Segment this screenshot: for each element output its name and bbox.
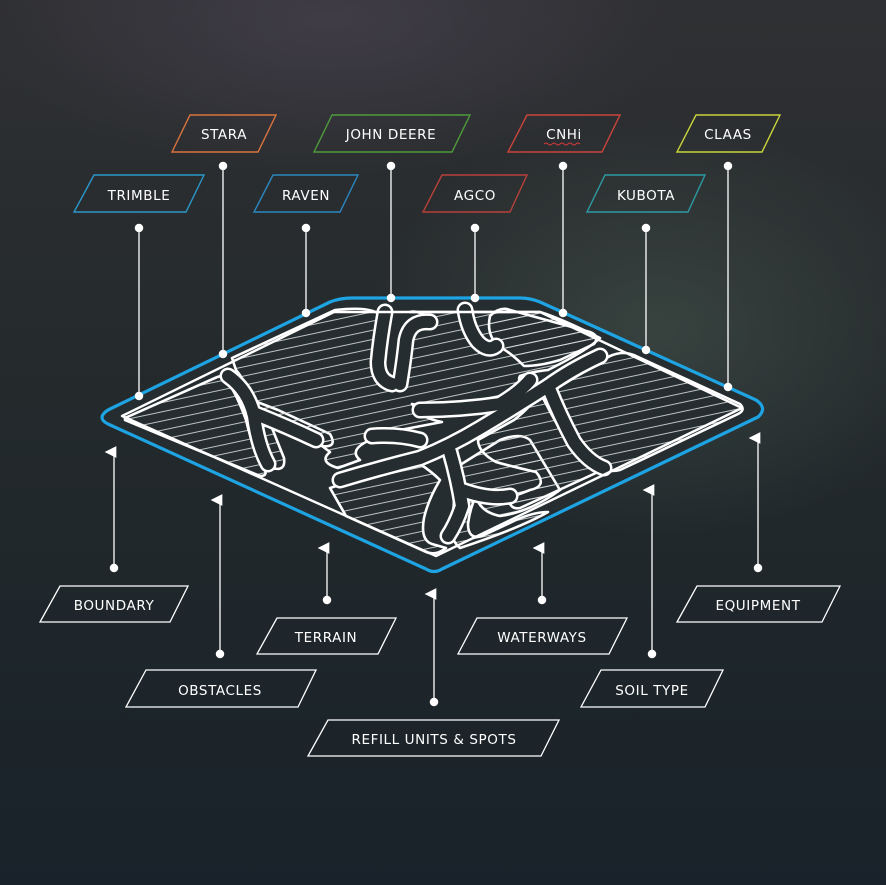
tag-frame bbox=[675, 114, 782, 153]
tag-label: TRIMBLE bbox=[107, 188, 171, 204]
tag-label: RAVEN bbox=[282, 188, 330, 204]
layer-connectors bbox=[104, 432, 763, 707]
tag-label: STARA bbox=[201, 127, 247, 143]
tag-label: CLAAS bbox=[704, 127, 752, 143]
waterways bbox=[219, 301, 613, 545]
tag-label: WATERWAYS bbox=[497, 630, 586, 646]
tag-label: KUBOTA bbox=[617, 188, 675, 204]
tag-frame bbox=[312, 114, 472, 153]
tag-label: TERRAIN bbox=[294, 630, 358, 646]
tag-label: EQUIPMENT bbox=[715, 598, 800, 614]
layer-tag-terrain[interactable]: TERRAIN bbox=[255, 617, 398, 655]
tag-frame bbox=[506, 114, 622, 153]
tag-label: JOHN DEERE bbox=[345, 127, 437, 143]
tag-frame bbox=[421, 174, 529, 213]
tag-frame bbox=[124, 669, 318, 708]
tag-label: REFILL UNITS & SPOTS bbox=[351, 732, 516, 748]
tag-frame bbox=[252, 174, 360, 213]
tag-frame bbox=[170, 114, 278, 153]
tag-frame bbox=[38, 585, 190, 623]
tag-frame bbox=[306, 719, 561, 757]
brand-connectors bbox=[134, 161, 733, 401]
tag-frame bbox=[585, 174, 707, 213]
brand-tag-kubota[interactable]: KUBOTA bbox=[585, 174, 707, 213]
brand-tag-agco[interactable]: AGCO bbox=[421, 174, 529, 213]
layer-tag-obstacles[interactable]: OBSTACLES bbox=[124, 669, 318, 708]
brand-tag-trimble[interactable]: TRIMBLE bbox=[72, 174, 206, 213]
layer-tag-refill-units[interactable]: REFILL UNITS & SPOTS bbox=[306, 719, 561, 757]
brand-tags: STARA JOHN DEERE CNHi CLAAS TRIMBLE RAVE… bbox=[72, 114, 782, 213]
tag-frame bbox=[72, 174, 206, 213]
layer-tags: BOUNDARY OBSTACLES TERRAIN REFILL UNITS … bbox=[38, 585, 842, 757]
tag-label: SOIL TYPE bbox=[615, 683, 689, 699]
brand-tag-john-deere[interactable]: JOHN DEERE bbox=[312, 114, 472, 153]
layer-tag-waterways[interactable]: WATERWAYS bbox=[456, 617, 629, 655]
tag-frame bbox=[456, 617, 629, 655]
brand-tag-cnhi[interactable]: CNHi bbox=[506, 114, 622, 153]
layer-tag-equipment[interactable]: EQUIPMENT bbox=[675, 585, 842, 623]
field-plots bbox=[123, 307, 744, 555]
brand-tag-raven[interactable]: RAVEN bbox=[252, 174, 360, 213]
tag-label: CNHi bbox=[546, 127, 582, 143]
tag-frame bbox=[675, 585, 842, 623]
tag-label: AGCO bbox=[454, 188, 496, 204]
spellcheck-underline bbox=[543, 142, 581, 146]
layer-tag-boundary[interactable]: BOUNDARY bbox=[38, 585, 190, 623]
brand-tag-stara[interactable]: STARA bbox=[170, 114, 278, 153]
tag-frame bbox=[255, 617, 398, 655]
tag-frame bbox=[579, 669, 725, 708]
field-inner-outline bbox=[120, 310, 744, 558]
field-map bbox=[100, 296, 765, 574]
brand-tag-claas[interactable]: CLAAS bbox=[675, 114, 782, 153]
layer-tag-soil-type[interactable]: SOIL TYPE bbox=[579, 669, 725, 708]
tag-label: OBSTACLES bbox=[178, 683, 262, 699]
tag-label: BOUNDARY bbox=[74, 598, 155, 614]
